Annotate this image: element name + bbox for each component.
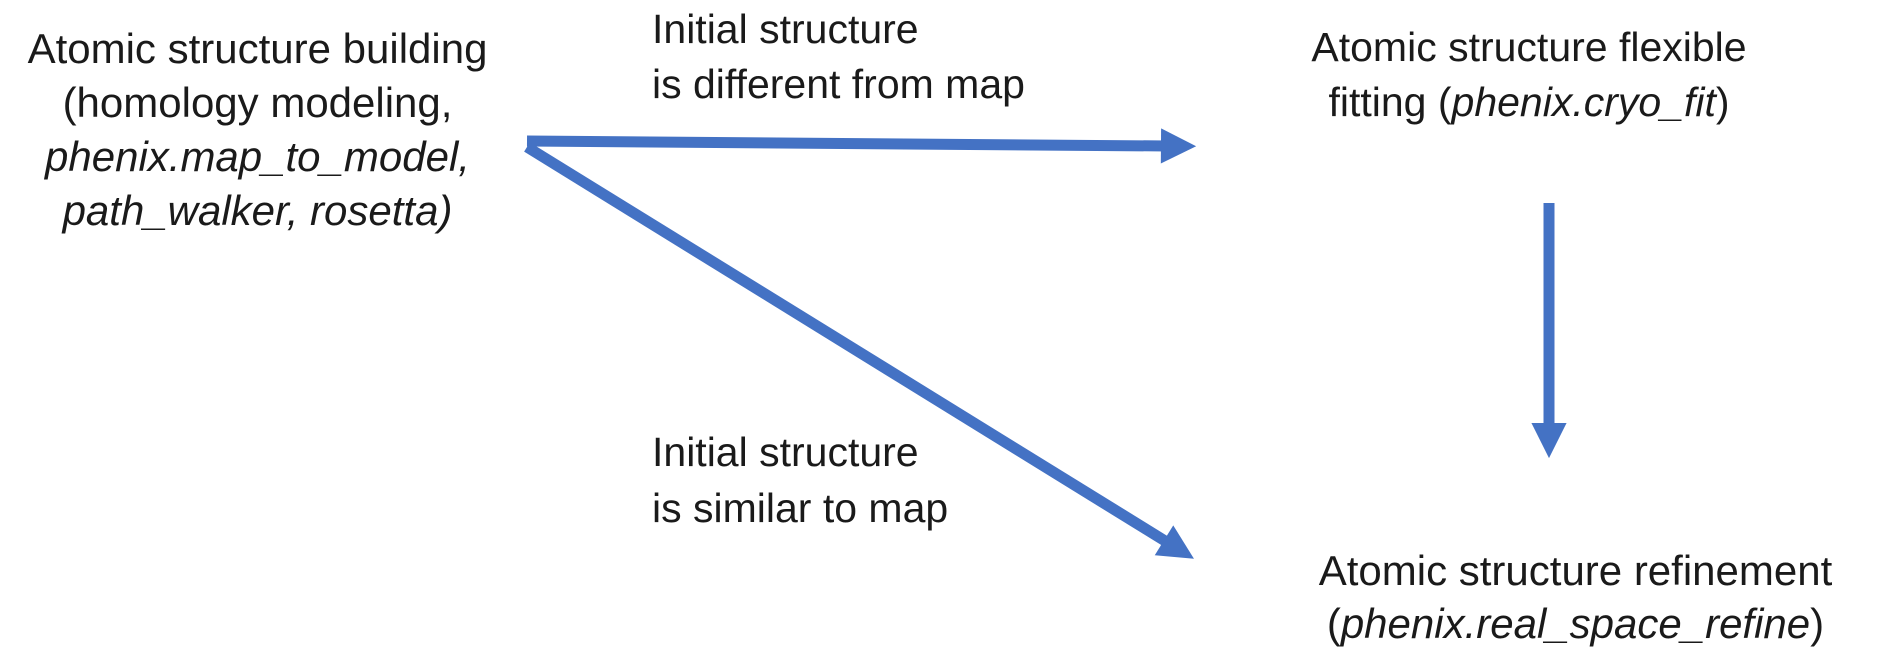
edge-label-similar-line-2: is similar to map [652, 485, 949, 531]
node-structure-building-line-1: Atomic structure building [27, 25, 488, 72]
node-flexible-fitting-line-1: Atomic structure flexible [1311, 24, 1747, 70]
node-structure-refinement: Atomic structure refinement (phenix.real… [1267, 544, 1884, 650]
refinement-line-2-prefix: ( [1326, 600, 1341, 647]
node-structure-building: Atomic structure building (homology mode… [0, 22, 515, 238]
edge-label-different-line-2: is different from map [652, 61, 1025, 107]
arrow-building-to-fitting [526, 128, 1197, 164]
node-flexible-fitting-line-2: fitting (phenix.cryo_fit) [1269, 75, 1789, 130]
arrow-building-to-refinement [524, 142, 1194, 559]
node-flexible-fitting: Atomic structure flexible fitting (pheni… [1269, 20, 1789, 130]
edge-label-similar-line-1: Initial structure [652, 429, 919, 475]
node-structure-refinement-line-2: (phenix.real_space_refine) [1267, 597, 1884, 650]
refinement-program-name: phenix.real_space_refine [1340, 600, 1811, 647]
node-structure-refinement-line-1: Atomic structure refinement [1318, 547, 1833, 594]
edge-label-different-line-1: Initial structure [652, 6, 919, 52]
node-structure-building-line-4: path_walker, rosetta) [62, 187, 453, 234]
edge-label-different-from-map: Initial structure is different from map [652, 2, 1025, 112]
node-structure-building-line-2: (homology modeling, [62, 79, 453, 126]
fitting-line-2-prefix: fitting ( [1328, 79, 1452, 125]
node-structure-building-line-3: phenix.map_to_model, [45, 133, 470, 180]
refinement-line-2-suffix: ) [1810, 600, 1825, 647]
fitting-line-2-suffix: ) [1715, 79, 1730, 125]
edge-label-similar-to-map: Initial structure is similar to map [652, 424, 948, 536]
fitting-program-name: phenix.cryo_fit [1451, 79, 1716, 125]
